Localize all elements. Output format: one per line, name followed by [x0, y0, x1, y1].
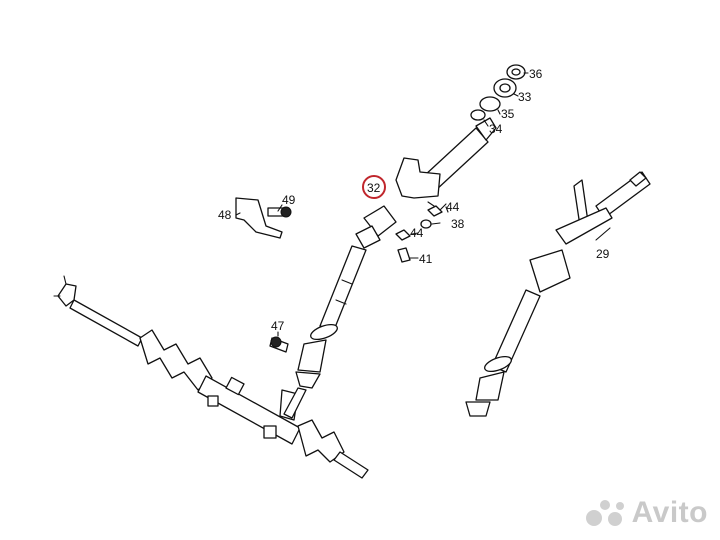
rack-boot-left — [139, 329, 213, 391]
callout-44-lower: 44 — [410, 226, 424, 240]
part-44-lower — [395, 229, 411, 241]
callout-35: 35 — [501, 107, 515, 121]
callout-29: 29 — [596, 247, 610, 261]
callout-41: 41 — [419, 252, 433, 266]
intermediate-shaft — [319, 245, 367, 331]
callout-labels: 36 33 35 34 32 44 38 44 41 49 48 47 29 — [218, 67, 610, 333]
bracket-48 — [235, 197, 292, 239]
callout-47: 47 — [271, 319, 285, 333]
part-35 — [479, 96, 501, 112]
leader-lines — [235, 72, 611, 337]
watermark-text: Avito — [631, 496, 708, 529]
part-41 — [397, 247, 411, 263]
universal-joint-lower — [297, 339, 327, 373]
highlight-circle-32 — [362, 175, 386, 199]
universal-joint-right-lower — [475, 371, 505, 401]
tie-rod-left — [69, 299, 143, 347]
part-34 — [470, 109, 486, 121]
callout-44-upper: 44 — [446, 200, 460, 214]
callout-48: 48 — [218, 208, 232, 222]
tie-rod-right — [333, 451, 369, 479]
avito-logo-icon — [585, 498, 626, 528]
callout-32: 32 — [367, 181, 381, 195]
part-48 — [235, 197, 283, 239]
steering-column-left — [283, 117, 497, 419]
hardware-small — [395, 205, 443, 263]
bolt-47 — [269, 336, 289, 353]
rack-boot-right — [297, 419, 345, 463]
tie-rod-end-left — [57, 283, 77, 307]
avito-watermark: Avito — [585, 496, 708, 530]
callout-49: 49 — [282, 193, 296, 207]
part-44-upper — [427, 205, 443, 217]
intermediate-shaft-right — [491, 289, 541, 373]
callout-36: 36 — [529, 67, 543, 81]
callout-34: 34 — [489, 122, 503, 136]
callout-33: 33 — [518, 90, 532, 104]
steering-column-right — [465, 171, 651, 417]
column-bracket — [395, 157, 441, 199]
universal-joint-right-upper — [529, 249, 571, 293]
callout-38: 38 — [451, 217, 465, 231]
part-38 — [420, 219, 432, 229]
washer-stack — [470, 64, 526, 121]
steering-rack — [53, 275, 369, 479]
